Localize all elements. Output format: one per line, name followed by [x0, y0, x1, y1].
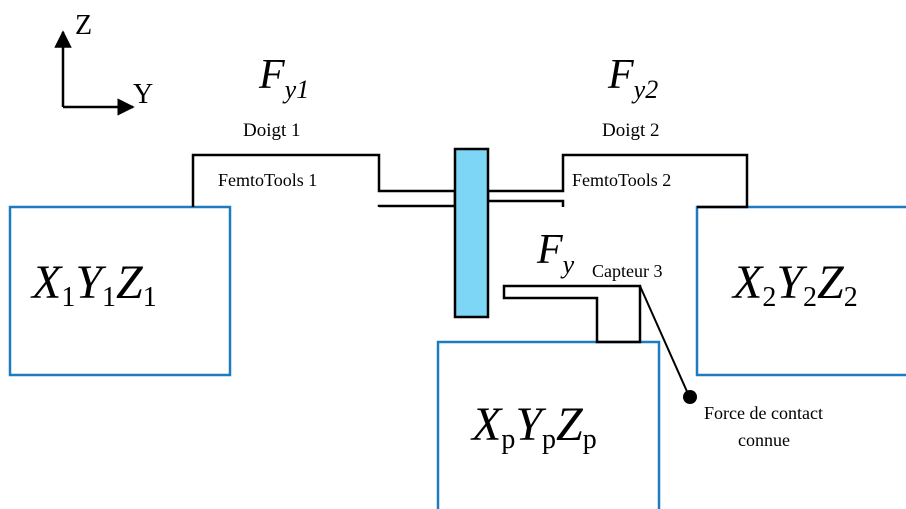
stage-left-label: X1Y1Z1 [30, 256, 157, 313]
stage-bottom-label: XpYpZp [470, 398, 597, 455]
annotation-line1: Force de contact [704, 403, 823, 423]
finger-left-outline [191, 153, 457, 208]
stage-left-box [8, 205, 232, 377]
sensor3-label: Capteur 3 [592, 261, 662, 281]
finger-left-caption: Doigt 1 [243, 120, 301, 141]
stage-right-label: X2Y2Z2 [731, 256, 858, 313]
force-fy2-label: Fy2 [607, 52, 658, 104]
stage-right-box [695, 205, 906, 377]
finger-left-sensor-label: FemtoTools 1 [218, 170, 317, 190]
finger-right-caption: Doigt 2 [602, 120, 660, 141]
axis-indicator: Z Y [54, 10, 153, 116]
finger-right-outline [486, 153, 749, 209]
annotation-leader-line [639, 285, 690, 397]
force-fy-label: Fy [536, 227, 575, 279]
sensor3-outline [502, 284, 642, 344]
manipulated-object [453, 147, 490, 319]
force-fy1-label: Fy1 [258, 52, 309, 104]
y-axis-label: Y [133, 79, 153, 110]
finger-right-sensor-label: FemtoTools 2 [572, 170, 671, 190]
stage-bottom-box [436, 340, 661, 509]
annotation-dot [683, 390, 697, 404]
annotation-line2: connue [738, 430, 790, 450]
z-axis-label: Z [75, 10, 92, 41]
